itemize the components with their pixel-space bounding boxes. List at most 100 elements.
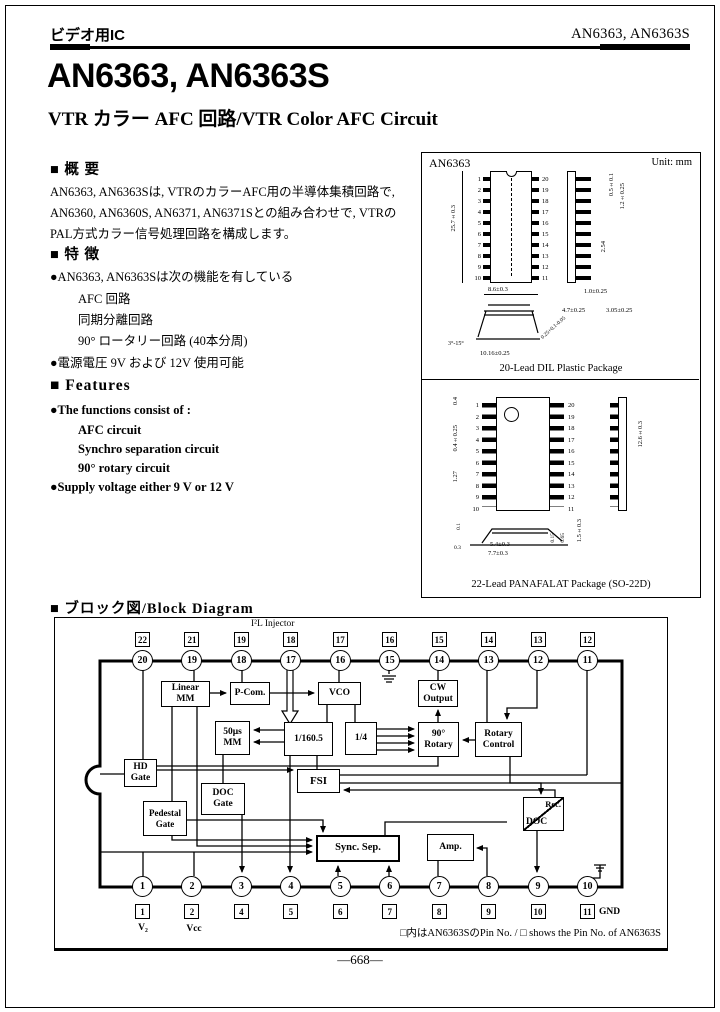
dip-caption: 20-Lead DIL Plastic Package [499, 363, 623, 374]
features-jp-heading: ■ 特 徴 [50, 247, 101, 263]
page-number: —668— [337, 952, 383, 967]
pin-square: 19 [233, 632, 249, 647]
pin-square: 15 [431, 632, 447, 647]
so-pins-right [550, 403, 564, 507]
dip-pins-left [483, 177, 490, 280]
dip-dim-lead-w: 0.5±0.1 [608, 173, 615, 197]
pin-number: 16 [568, 448, 575, 455]
pin-number: 15 [542, 231, 549, 238]
dip-side-body [567, 171, 576, 283]
pin-square: 8 [431, 904, 447, 919]
pin-square: 16 [382, 632, 398, 647]
dip-centerline [511, 178, 512, 276]
so-pins-left [482, 403, 496, 507]
pin-number: 19 [568, 413, 575, 421]
pin-number: 13 [542, 253, 549, 260]
features-jp-item: AFC 回路 [78, 292, 131, 306]
pin-circle: 10 [576, 876, 598, 897]
pin-square: 18 [283, 632, 299, 647]
pin-circle: 4 [280, 876, 302, 897]
so-dim-height: 12.6±0.3 [637, 421, 644, 448]
pin-number: 3 [477, 198, 481, 205]
dim-line [484, 294, 538, 295]
so-dim-p4: 7.7±0.3 [488, 550, 508, 557]
pin-circle: 6 [379, 876, 401, 897]
package-divider [422, 379, 699, 381]
pin-v2-label: V₂ [138, 923, 148, 933]
features-jp-bullet: ●電源電圧 9V および 12V 使用可能 [50, 356, 244, 370]
so-dim-p3: 5.4±0.3 [490, 541, 510, 548]
so-dim-d1: 0.4 [452, 397, 459, 406]
pin-square: 13 [530, 632, 546, 647]
so-caption: 22-Lead PANAFALAT Package (SO-22D) [471, 579, 651, 590]
pin-square: 1 [135, 904, 150, 919]
so-dim-p1: 0.1 [456, 523, 462, 530]
dip-notch [506, 171, 517, 177]
dip-pins-right [532, 177, 539, 280]
pin-number: 17 [542, 209, 549, 216]
pin-number: 3 [475, 425, 479, 432]
pin-number: 7 [477, 242, 481, 249]
pin-circle: 14 [428, 650, 450, 671]
overview-line: AN6363, AN6363Sは, VTRのカラーAFC用の半導体集積回路で, [50, 185, 395, 199]
features-jp-bullet: ●AN6363, AN6363Sは次の機能を有している [50, 270, 294, 284]
pin-number: 13 [568, 482, 575, 490]
dip-dim-len2: 3.05±0.25 [606, 307, 633, 314]
pin-number: 14 [542, 242, 549, 249]
dip-dim-row: 10.16±0.25 [480, 350, 510, 357]
dip-side-leads [576, 177, 591, 280]
pin-circle: 15 [379, 650, 401, 671]
pin-number: 12 [568, 494, 575, 501]
block-divider-160-5: 1/160.5 [284, 722, 333, 756]
dip-dim-height: 25.7±0.3 [450, 205, 457, 232]
so-dim-pitch: 1.27 [452, 471, 459, 483]
package-chip-label: AN6363 [429, 156, 471, 170]
pin-number: 9 [475, 494, 479, 501]
pin-circle: 12 [527, 650, 549, 671]
block-amp: Amp. [427, 834, 474, 861]
pin-number: 7 [475, 471, 479, 478]
features-en-item: Synchro separation circuit [78, 442, 220, 456]
dip-dim-width: 8.6±0.3 [488, 286, 508, 293]
pin-circle: 2 [181, 876, 203, 897]
overview-line: PAL方式カラー信号処理回路を構成します。 [50, 227, 297, 241]
so-profile-view [470, 528, 568, 546]
block-diagram-heading: ■ ブロック図/Block Diagram [50, 601, 254, 617]
pin-number: 6 [477, 231, 481, 238]
pin-number: 1 [477, 176, 481, 183]
pin-square: 17 [332, 632, 348, 647]
dim-line [462, 171, 463, 283]
block-vco: VCO [318, 682, 361, 705]
pin-number: 8 [475, 482, 479, 490]
header-part-number: AN6363, AN6363S [571, 26, 690, 42]
block-cw-output: CW Output [418, 680, 458, 707]
pin-number: 20 [568, 402, 575, 409]
pin-gnd-label: GND [599, 907, 621, 917]
pin-number-note: □内はAN6363SのPin No. / □ shows the Pin No.… [400, 928, 661, 939]
block-doc-gate: DOC Gate [201, 783, 245, 815]
overview-heading: ■ 概 要 [50, 162, 101, 178]
pin-number: 19 [542, 187, 549, 194]
block-diagram-wires [84, 659, 624, 889]
pin-number: 4 [475, 436, 479, 444]
pin-number: 5 [477, 220, 481, 227]
pin-circle: 3 [230, 876, 252, 897]
pin-circle: 9 [527, 876, 549, 897]
pin-circle: 17 [280, 650, 302, 671]
so-dim-d2: 0.4±0.25 [452, 425, 459, 452]
injector-label: I²L Injector [251, 619, 295, 629]
pin-number: 10 [472, 505, 480, 513]
pin-number: 4 [477, 209, 481, 216]
dip-dim-seat: 1.0±0.25 [584, 288, 608, 295]
page-subtitle: VTR カラー AFC 回路/VTR Color AFC Circuit [48, 109, 438, 130]
dip-dim-lead-w2: 1.2±0.25 [619, 183, 626, 210]
